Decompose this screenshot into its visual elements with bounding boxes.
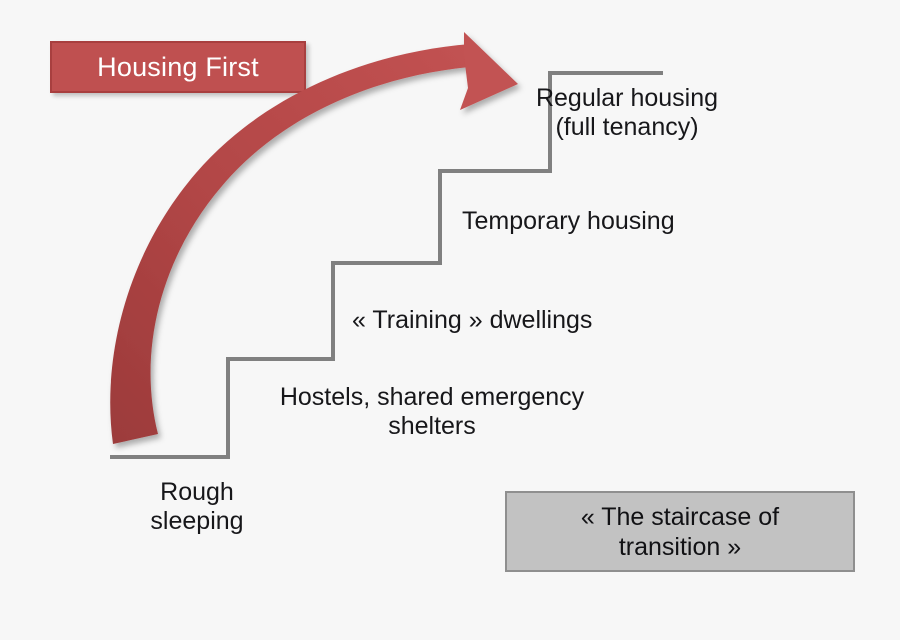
housing-first-badge: Housing First [50,41,306,93]
housing-first-curved-arrow [110,32,518,444]
step-label-temporary-housing: Temporary housing [462,207,675,235]
housing-first-label: Housing First [97,51,259,82]
step-label-regular-housing: Regular housing (full tenancy) [535,84,719,141]
step-label-rough-sleeping: Rough sleeping [150,478,244,535]
step-label-training-dwellings: « Training » dwellings [352,306,593,334]
step-label-hostels-shelters: Hostels, shared emergency shelters [279,383,585,440]
staircase-caption-box: « The staircase of transition » [505,491,855,572]
staircase-outline [110,71,663,459]
staircase-caption-label: « The staircase of transition » [580,502,780,561]
